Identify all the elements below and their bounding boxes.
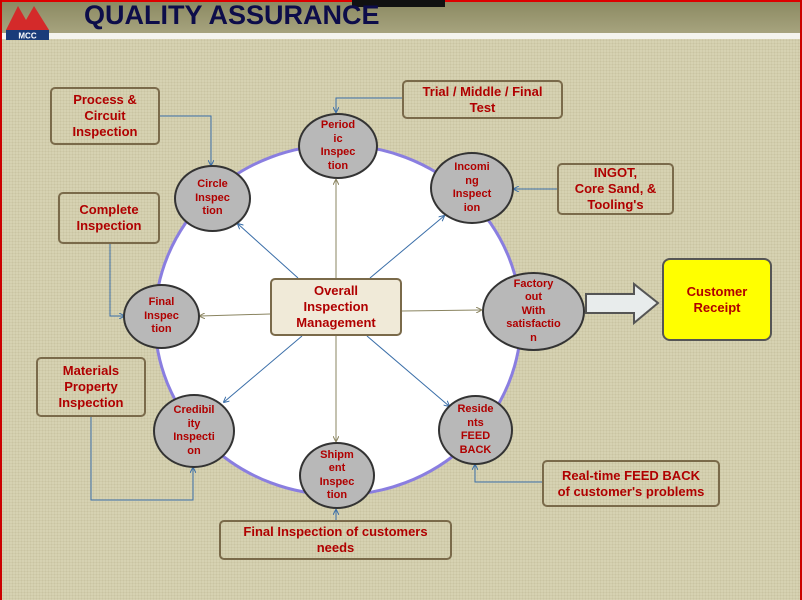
page-title: QUALITY ASSURANCE <box>84 0 380 30</box>
box-ingot-core-sand: INGOT, Core Sand, & Tooling's <box>557 163 674 215</box>
header-black-bar <box>352 0 445 7</box>
node-circle-inspection: Circle Inspec tion <box>174 165 251 232</box>
box-realtime-feedback: Real-time FEED BACK of customer's proble… <box>542 460 720 507</box>
box-materials-property-inspection: Materials Property Inspection <box>36 357 146 417</box>
arrow-to-customer <box>585 281 660 326</box>
box-complete-inspection: Complete Inspection <box>58 192 160 244</box>
box-process-circuit-inspection: Process & Circuit Inspection <box>50 87 160 145</box>
overall-inspection-management: Overall Inspection Management <box>270 278 402 336</box>
header-divider <box>2 33 800 39</box>
node-shipment-inspection: Shipm ent Inspec tion <box>299 442 375 509</box>
svg-text:MCC: MCC <box>18 32 36 41</box>
mcc-logo: MCC <box>6 6 49 41</box>
node-credibility-inspection: Credibil ity Inspecti on <box>153 394 235 468</box>
box-final-inspection-needs: Final Inspection of customers needs <box>219 520 452 560</box>
box-trial-test: Trial / Middle / Final Test <box>402 80 563 119</box>
node-incoming-inspection: Incomi ng Inspect ion <box>430 152 514 224</box>
node-final-inspection: Final Inspec tion <box>123 284 200 349</box>
node-residents-feedback: Reside nts FEED BACK <box>438 395 513 465</box>
box-customer-receipt: Customer Receipt <box>662 258 772 341</box>
node-periodic-inspection: Period ic Inspec tion <box>298 113 378 179</box>
node-factory-out: Factory out With satisfactio n <box>482 272 585 351</box>
